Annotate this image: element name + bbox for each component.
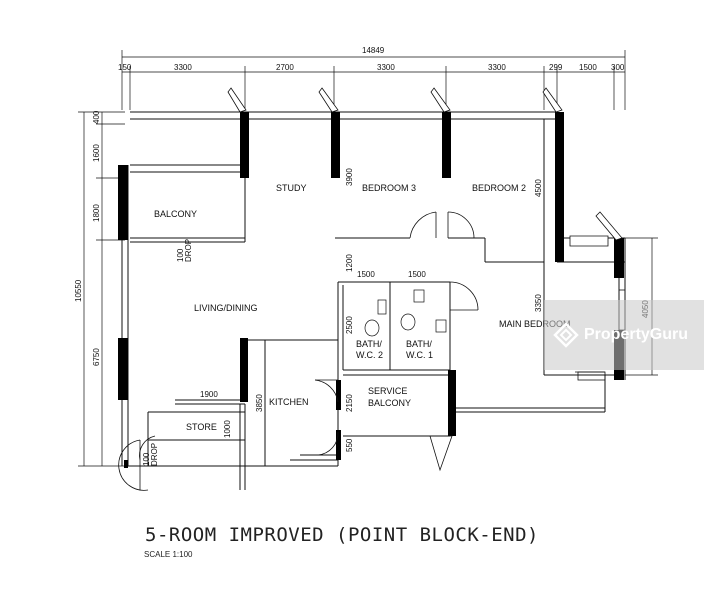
room-label-bath-2-a: BATH/ — [356, 339, 382, 349]
outer-wall-outline — [121, 111, 626, 490]
dim-top-5: 299 — [549, 63, 563, 72]
dim-top-1: 3300 — [174, 63, 192, 72]
left-dimension-lines — [78, 111, 125, 467]
room-label-bath-1-a: BATH/ — [406, 339, 432, 349]
drop-note-1: 100 — [176, 248, 185, 262]
dim-top-7: 300 — [611, 63, 625, 72]
dim-total-width: 14849 — [362, 46, 385, 55]
dim-top-3: 3300 — [377, 63, 395, 72]
drop-note-1b: DROP — [184, 239, 193, 262]
room-label-bath-2-b: W.C. 2 — [356, 350, 383, 360]
dim-left-0: 400 — [92, 110, 101, 124]
dim-1500-b: 1500 — [408, 270, 426, 279]
bathroom-fixtures — [364, 289, 447, 337]
dim-top-0: 150 — [118, 63, 132, 72]
dim-550: 550 — [345, 438, 354, 452]
room-label-study: STUDY — [276, 183, 307, 193]
room-label-bedroom-3: BEDROOM 3 — [362, 183, 416, 193]
watermark-text: PropertyGuru — [584, 326, 689, 343]
room-label-service-a: SERVICE — [368, 386, 407, 396]
drop-note-2: 100 — [142, 452, 151, 466]
room-label-bedroom-2: BEDROOM 2 — [472, 183, 526, 193]
room-label-service-b: BALCONY — [368, 398, 411, 408]
window-flaps — [227, 87, 623, 247]
plan-scale: SCALE 1:100 — [144, 550, 193, 559]
room-label-store: STORE — [186, 422, 217, 432]
drop-note-2b: DROP — [150, 443, 159, 466]
dim-top-6: 1500 — [579, 63, 597, 72]
dim-2150: 2150 — [345, 394, 354, 412]
dim-3900: 3900 — [345, 168, 354, 186]
dim-left-1: 1600 — [92, 144, 101, 162]
watermark: PropertyGuru — [544, 300, 704, 370]
dim-1500-a: 1500 — [357, 270, 375, 279]
top-dimension-lines — [121, 50, 626, 110]
dim-1900: 1900 — [200, 390, 218, 399]
room-label-living-dining: LIVING/DINING — [194, 303, 258, 313]
dim-left-total: 10550 — [74, 279, 83, 302]
plan-title: 5-ROOM IMPROVED (POINT BLOCK-END) — [145, 524, 539, 546]
door-swings — [118, 211, 479, 491]
dim-1200: 1200 — [345, 254, 354, 272]
dim-3350: 3350 — [534, 294, 543, 312]
dim-left-2: 1800 — [92, 204, 101, 222]
room-label-bath-1-b: W.C. 1 — [406, 350, 433, 360]
propertyguru-logo-icon — [553, 322, 579, 348]
dim-top-4: 3300 — [488, 63, 506, 72]
dim-top-2: 2700 — [276, 63, 294, 72]
dim-left-3: 6750 — [92, 348, 101, 366]
room-label-main-bedroom: MAIN BEDROOM — [499, 319, 571, 329]
dim-4500: 4500 — [534, 179, 543, 197]
dim-2500: 2500 — [345, 316, 354, 334]
room-label-kitchen: KITCHEN — [269, 397, 309, 407]
room-label-balcony: BALCONY — [154, 209, 197, 219]
dim-3850: 3850 — [255, 394, 264, 412]
dim-1000: 1000 — [223, 420, 232, 438]
